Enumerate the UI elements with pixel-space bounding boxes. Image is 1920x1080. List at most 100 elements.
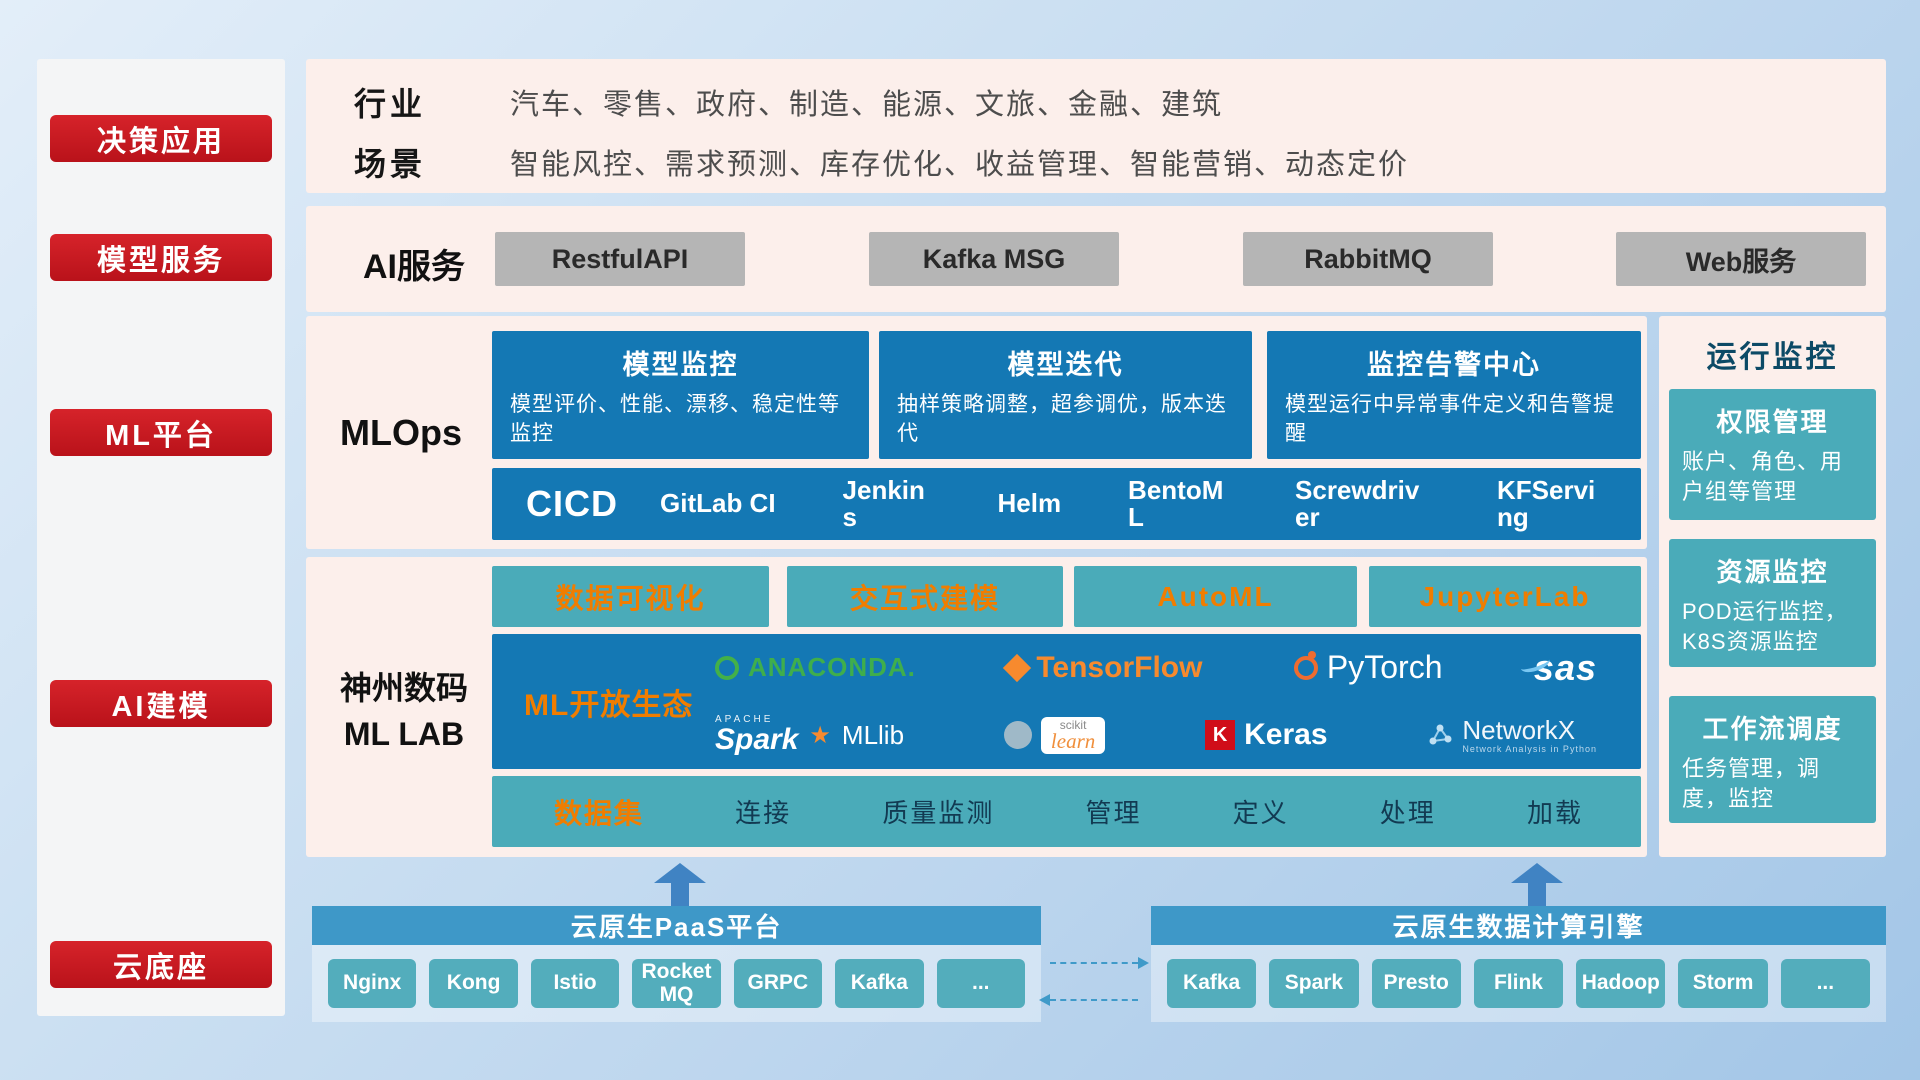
up-arrow-engine [1511, 863, 1563, 906]
dataset-label: 数据集 [554, 797, 645, 829]
anaconda-logo: ANACONDA. [715, 652, 916, 683]
card-title: 模型迭代 [1007, 350, 1124, 380]
up-arrow-paas [654, 863, 706, 906]
monitor-card-workflow: 工作流调度 任务管理，调度，监控 [1669, 696, 1876, 823]
layer-label: 云底座 [112, 951, 209, 984]
dataset-item-process: 处理 [1379, 798, 1436, 828]
spark-mllib-logo: APACHE Spark ★ MLlib [715, 714, 905, 757]
logo-row-top: ANACONDA. TensorFlow PyTorch sas [697, 634, 1641, 702]
runtime-monitor-panel: 运行监控 权限管理 账户、角色、用户组等管理 资源监控 POD运行监控，K8S资… [1659, 316, 1886, 857]
lab-tool-automl: AutoML [1074, 566, 1357, 627]
monitor-card-permissions: 权限管理 账户、角色、用户组等管理 [1669, 389, 1876, 520]
layer-nav: 决策应用 模型服务 ML平台 AI建模 云底座 [37, 59, 285, 1016]
logo-row-bottom: APACHE Spark ★ MLlib scikit learn [697, 702, 1641, 770]
layer-label: AI建模 [111, 690, 211, 723]
card-title: 模型监控 [622, 350, 739, 380]
cicd-tool-kfserving: KFServing [1496, 474, 1596, 532]
card-title: 监控告警中心 [1367, 350, 1541, 380]
mllab-label-line2: ML LAB [343, 716, 465, 753]
lab-tool-interactive: 交互式建模 [787, 566, 1063, 627]
card-desc: 抽样策略调整，超参调优，版本迭代 [897, 393, 1227, 446]
lab-tool-data-viz: 数据可视化 [492, 566, 769, 627]
paas-chip-more: ... [936, 959, 1025, 1008]
scene-list: 智能风控、需求预测、库存优化、收益管理、智能营销、动态定价 [510, 149, 1410, 181]
card-desc: POD运行监控，K8S资源监控 [1682, 599, 1848, 654]
paas-chip-strip: Nginx Kong Istio RocketMQ GRPC Kafka ... [312, 945, 1041, 1022]
paas-chip-grpc: GRPC [733, 959, 823, 1008]
engine-chip-kafka: Kafka [1167, 959, 1257, 1008]
ai-service-panel: AI服务 RestfulAPI Kafka MSG RabbitMQ Web服务 [306, 206, 1886, 312]
monitor-card-resources: 资源监控 POD运行监控，K8S资源监控 [1669, 539, 1876, 667]
mlops-card-model-monitor: 模型监控 模型评价、性能、漂移、稳定性等监控 [492, 331, 869, 459]
card-desc: 模型评价、性能、漂移、稳定性等监控 [510, 393, 840, 446]
layer-model-service: 模型服务 [50, 234, 272, 281]
dataset-item-load: 加载 [1526, 798, 1583, 828]
engine-banner: 云原生数据计算引擎 [1151, 906, 1886, 945]
mlops-card-model-iteration: 模型迭代 抽样策略调整，超参调优，版本迭代 [879, 331, 1252, 459]
engine-chip-storm: Storm [1678, 959, 1768, 1008]
industry-scene-panel: 行业 汽车、零售、政府、制造、能源、文旅、金融、建筑 场景 智能风控、需求预测、… [306, 59, 1886, 193]
cicd-tool-screwdriver: Screwdriver [1295, 474, 1420, 532]
layer-ai-modeling: AI建模 [50, 680, 272, 727]
paas-banner: 云原生PaaS平台 [312, 906, 1041, 945]
engine-chip-flink: Flink [1473, 959, 1564, 1008]
ecosystem-logos: ANACONDA. TensorFlow PyTorch sas [697, 634, 1641, 769]
layer-decision-apps: 决策应用 [50, 115, 272, 162]
mlops-card-alert-center: 监控告警中心 模型运行中异常事件定义和告警提醒 [1267, 331, 1641, 459]
mlops-label: MLOps [340, 412, 462, 453]
ai-service-label: AI服务 [363, 248, 465, 286]
paas-chip-kong: Kong [429, 959, 518, 1008]
networkx-logo: NetworkX Network Analysis in Python [1427, 716, 1597, 754]
card-desc: 模型运行中异常事件定义和告警提醒 [1285, 393, 1615, 446]
industry-list: 汽车、零售、政府、制造、能源、文旅、金融、建筑 [510, 89, 1224, 121]
paas-chip-istio: Istio [530, 959, 620, 1008]
runtime-monitor-title: 运行监控 [1706, 341, 1839, 374]
dataset-item-quality: 质量监测 [882, 798, 995, 828]
ecosystem-label: ML开放生态 [524, 688, 694, 722]
layer-label: 决策应用 [96, 125, 225, 158]
scikit-learn-logo: scikit learn [1003, 716, 1106, 754]
cicd-tool-bentoml: BentoML [1128, 474, 1224, 532]
cicd-tool-jenkins: Jenkins [842, 474, 925, 532]
cicd-bar: CICD GitLab CI Jenkins Helm BentoML Scre… [492, 468, 1641, 540]
networkx-graph-icon [1429, 724, 1452, 745]
layer-ml-platform: ML平台 [50, 409, 272, 456]
card-title: 权限管理 [1716, 407, 1829, 437]
engine-chip-hadoop: Hadoop [1576, 959, 1666, 1008]
service-chip-web: Web服务 [1616, 232, 1866, 286]
scene-label: 场景 [354, 146, 427, 182]
layer-label: ML平台 [105, 419, 217, 452]
service-chip-kafka-msg: Kafka MSG [869, 232, 1119, 286]
card-title: 工作流调度 [1702, 714, 1843, 744]
anaconda-icon [715, 655, 739, 680]
dataset-item-define: 定义 [1232, 798, 1289, 828]
tensorflow-logo: TensorFlow [1003, 651, 1202, 685]
card-title: 资源监控 [1716, 557, 1829, 587]
mllab-label-line1: 神州数码 [339, 670, 468, 706]
paas-chip-nginx: Nginx [328, 959, 417, 1008]
engine-chip-more: ... [1780, 959, 1870, 1008]
sas-logo: sas [1518, 647, 1597, 689]
dashed-arrow-right-icon [1050, 957, 1149, 969]
paas-chip-rocketmq: RocketMQ [632, 959, 721, 1008]
engine-chip-strip: Kafka Spark Presto Flink Hadoop Storm ..… [1151, 945, 1886, 1022]
layer-cloud-base: 云底座 [50, 941, 272, 988]
industry-label: 行业 [354, 86, 427, 122]
pytorch-icon [1293, 650, 1318, 680]
dashed-arrow-left-icon [1039, 994, 1138, 1006]
paas-chip-kafka: Kafka [835, 959, 924, 1008]
service-chip-restfulapi: RestfulAPI [495, 232, 745, 286]
dataset-item-manage: 管理 [1085, 798, 1142, 828]
ml-ecosystem-strip: ML开放生态 ANACONDA. TensorFlow PyTorch [492, 634, 1641, 769]
cicd-tool-helm: Helm [997, 488, 1062, 519]
spark-star-icon: ★ [809, 721, 831, 749]
card-desc: 账户、角色、用户组等管理 [1682, 449, 1844, 504]
cicd-label: CICD [526, 483, 618, 524]
service-chip-rabbitmq: RabbitMQ [1243, 232, 1493, 286]
keras-k-icon: K [1205, 720, 1236, 751]
layer-label: 模型服务 [96, 244, 225, 277]
tensorflow-icon [1003, 653, 1032, 682]
engine-chip-spark: Spark [1269, 959, 1359, 1008]
mllab-panel: 神州数码 ML LAB 数据可视化 交互式建模 AutoML JupyterLa… [306, 557, 1647, 857]
